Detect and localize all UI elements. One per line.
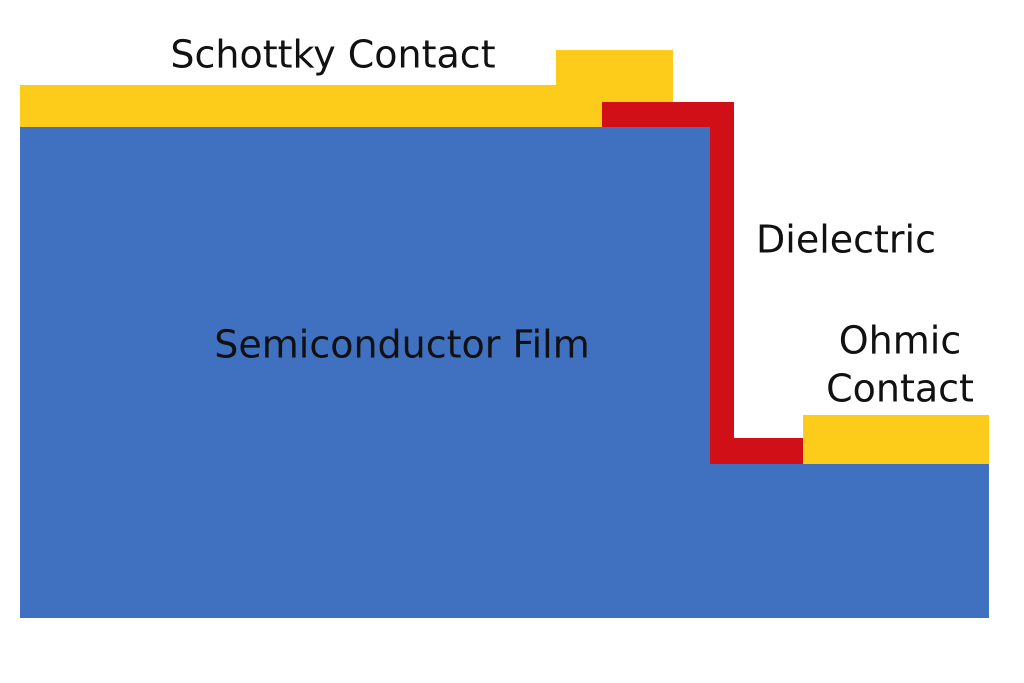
ohmic-contact-pad [803, 415, 989, 464]
schottky-contact-layer [20, 85, 602, 127]
ohmic-contact-label-line1: Ohmic [839, 319, 961, 363]
dielectric-label: Dielectric [756, 218, 936, 262]
semiconductor-film-label: Semiconductor Film [214, 323, 589, 367]
schottky-contact-label: Schottky Contact [170, 33, 495, 77]
ohmic-contact-label-line2: Contact [826, 367, 974, 411]
semiconductor-film-region [20, 127, 989, 618]
